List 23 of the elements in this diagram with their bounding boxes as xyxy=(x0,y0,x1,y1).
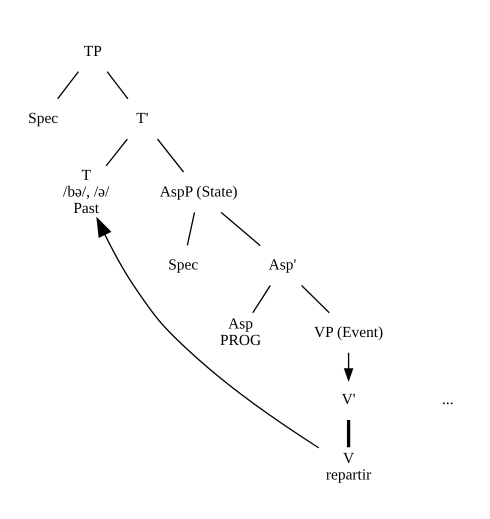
arrow xyxy=(96,216,319,448)
connector xyxy=(346,420,350,448)
node-text: V repartir xyxy=(325,450,371,484)
node-text: T /bə/, /ə/ Past xyxy=(62,166,109,217)
connector xyxy=(56,71,78,100)
label: ... xyxy=(442,391,454,408)
arrow xyxy=(343,352,353,382)
connector xyxy=(220,212,260,246)
connector xyxy=(106,71,128,100)
connector xyxy=(300,285,330,314)
connector xyxy=(105,138,128,166)
connector xyxy=(252,285,270,314)
connector xyxy=(186,212,195,246)
connector xyxy=(156,138,184,172)
node-text: Asp PROG xyxy=(219,316,261,350)
node-text: T' xyxy=(136,110,148,128)
node-text: Spec xyxy=(168,256,198,274)
node-text: VP (Event) xyxy=(313,324,383,341)
node-text: AspP (State) xyxy=(159,183,238,200)
node-text: TP xyxy=(83,42,102,60)
node-text: Spec xyxy=(28,110,58,128)
node-text: V' xyxy=(341,391,356,408)
node-text: Asp' xyxy=(268,256,296,274)
